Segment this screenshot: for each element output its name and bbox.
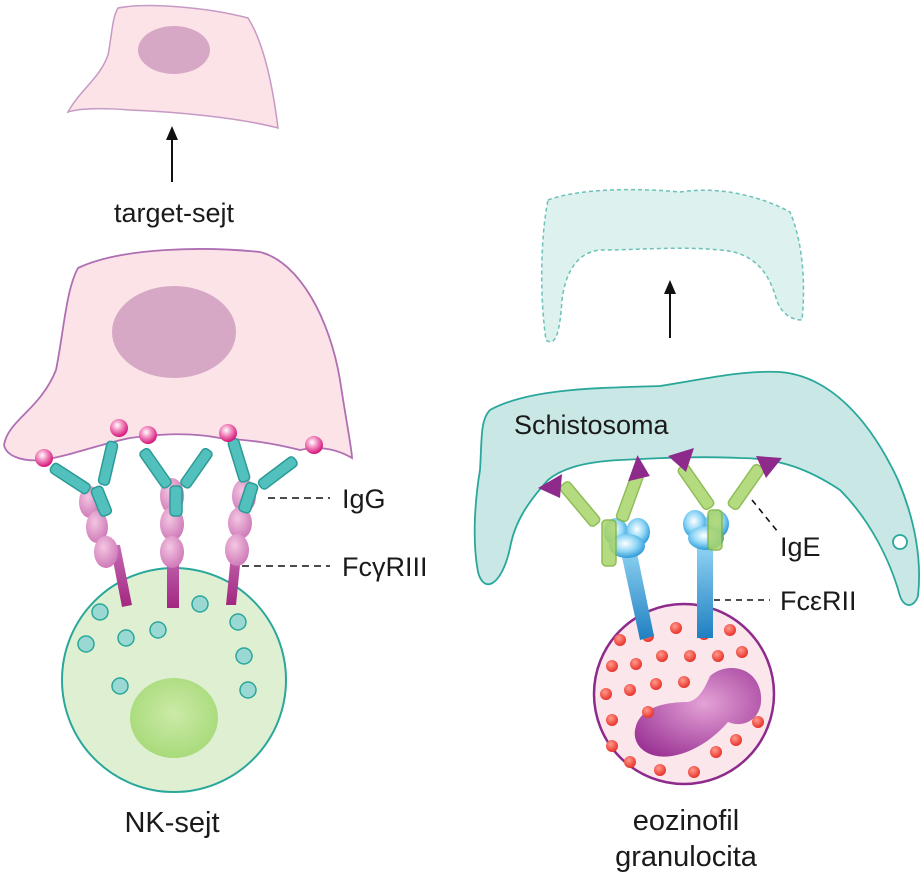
schistosoma-detach-arrow bbox=[664, 280, 676, 338]
eosinophil-label-line2: granulocita bbox=[615, 841, 758, 873]
eosinophil-granules bbox=[600, 622, 764, 778]
igg-antibody bbox=[207, 434, 302, 525]
target-cell-bound bbox=[3, 248, 353, 462]
schistosoma-pore bbox=[892, 534, 908, 550]
eosinophil-label-line1: eozinofil bbox=[633, 805, 739, 837]
nk-cell bbox=[61, 567, 287, 793]
ige-antibody bbox=[677, 463, 765, 551]
schistosoma-label: Schistosoma bbox=[514, 410, 670, 440]
eosinophil bbox=[592, 602, 776, 786]
nk-cell-nucleus bbox=[130, 678, 218, 758]
fc-epsilon-receptors bbox=[604, 510, 729, 640]
eosinophil-nucleus bbox=[634, 667, 762, 757]
ige-leader-line bbox=[751, 499, 779, 533]
igg-label: IgG bbox=[342, 484, 386, 514]
fc-gamma-label: FcγRIII bbox=[342, 552, 428, 582]
ige-antibody bbox=[559, 469, 645, 567]
nk-cell-label: NK-sejt bbox=[124, 807, 219, 839]
detach-arrow bbox=[166, 126, 178, 182]
ige-antigens bbox=[538, 448, 782, 498]
ige-label: IgE bbox=[780, 532, 821, 562]
igg-antigens bbox=[35, 419, 323, 467]
target-cell-nucleus bbox=[138, 26, 210, 74]
schistosoma-bound-body bbox=[473, 370, 920, 606]
target-cell-detached bbox=[66, 4, 279, 130]
fc-epsilon-label: FcεRII bbox=[780, 586, 857, 616]
nk-granules bbox=[77, 595, 257, 699]
target-cell-bound-nucleus bbox=[112, 286, 236, 378]
schistosoma-bound bbox=[473, 370, 920, 606]
target-cell-label: target-sejt bbox=[114, 198, 235, 228]
schistosoma-detached bbox=[541, 188, 805, 343]
ige-antibodies bbox=[559, 463, 765, 567]
schistosoma-detached-outline bbox=[541, 188, 805, 343]
